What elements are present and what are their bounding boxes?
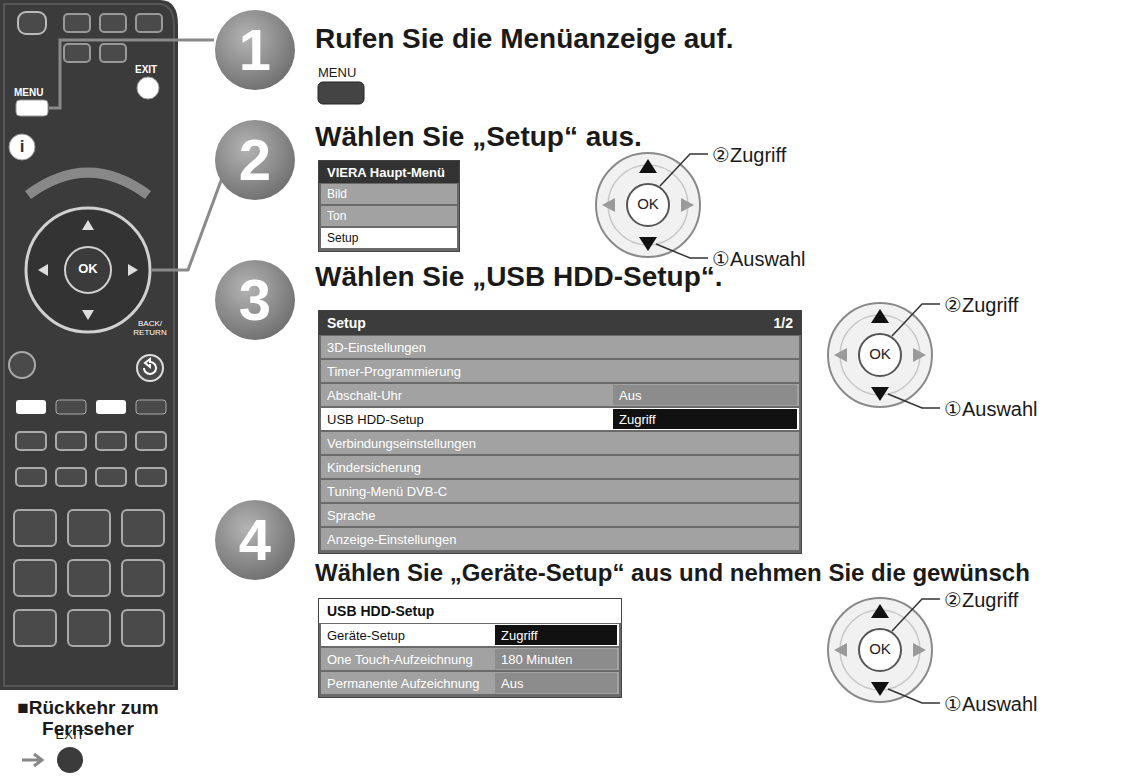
menu-value: Zugriff xyxy=(619,412,656,427)
value-cell: Aus xyxy=(495,673,617,693)
menu-item: Geräte-Setup xyxy=(327,628,405,643)
value-cell: Zugriff xyxy=(495,625,617,645)
menu-header: USB HDD-Setup xyxy=(319,599,621,623)
menu-row: Tuning-Menü DVB-C xyxy=(321,480,799,502)
text-label: EXIT xyxy=(135,64,157,75)
text-label: EXIT xyxy=(55,728,85,742)
value-cell: 180 Minuten xyxy=(495,649,617,669)
menu-item: Anzeige-Einstellungen xyxy=(327,532,456,547)
menu-item: Ton xyxy=(327,209,346,223)
text-label: ②Zugriff xyxy=(944,294,1018,316)
menu-item: Setup xyxy=(327,231,358,245)
menu-item: Tuning-Menü DVB-C xyxy=(327,484,447,499)
text-label: ■Rückkehr zum Fernseher xyxy=(8,698,168,740)
menu-row: Setup xyxy=(321,228,457,248)
text-label: ①Auswahl xyxy=(944,398,1038,420)
menu-value: Aus xyxy=(501,676,523,691)
value-cell: Aus xyxy=(613,385,797,405)
menu-row: Verbindungseinstellungen xyxy=(321,432,799,454)
text-label: OK xyxy=(73,262,103,276)
menu-row: Abschalt-Uhr Aus xyxy=(321,384,799,406)
text-label: MENU xyxy=(318,66,356,80)
menu-title: VIERA Haupt-Menü xyxy=(327,165,445,180)
menu-value: Zugriff xyxy=(501,628,538,643)
menu-item: Abschalt-Uhr xyxy=(327,388,402,403)
text-label: OK xyxy=(860,641,900,658)
menu-row: Timer-Programmierung xyxy=(321,360,799,382)
text-label: OK xyxy=(860,346,900,363)
step-number: 2 xyxy=(215,128,295,192)
text-label: BACK/ RETURN xyxy=(128,320,172,338)
menu-header: Setup 1/2 xyxy=(319,311,801,335)
step-number: 3 xyxy=(215,268,295,332)
menu-row: Kindersicherung xyxy=(321,456,799,478)
menu-item: 3D-Einstellungen xyxy=(327,340,426,355)
text-label: ①Auswahl xyxy=(944,693,1038,715)
menu-value: Aus xyxy=(619,388,641,403)
menu-row: Ton xyxy=(321,206,457,226)
menu-row: 3D-Einstellungen xyxy=(321,336,799,358)
menu-item: Kindersicherung xyxy=(327,460,421,475)
menu-row: Sprache xyxy=(321,504,799,526)
menu-header: VIERA Haupt-Menü xyxy=(319,161,459,183)
menu-title: USB HDD-Setup xyxy=(327,603,434,619)
menu-item: Verbindungseinstellungen xyxy=(327,436,476,451)
menu-item: Timer-Programmierung xyxy=(327,364,461,379)
menu-item: One Touch-Aufzeichnung xyxy=(327,652,473,667)
menu-row: Anzeige-Einstellungen xyxy=(321,528,799,550)
menu-item: Permanente Aufzeichnung xyxy=(327,676,480,691)
menu-row: USB HDD-Setup Zugriff xyxy=(321,408,799,430)
text-label: ②Zugriff xyxy=(944,589,1018,611)
text-label: ②Zugriff xyxy=(712,144,786,166)
menu-row: One Touch-Aufzeichnung 180 Minuten xyxy=(321,648,619,670)
text-label: OK xyxy=(628,196,668,213)
menu-row: Bild xyxy=(321,184,457,204)
text-label: Wählen Sie „Setup“ aus. xyxy=(315,122,642,153)
step-number: 4 xyxy=(215,508,295,572)
text-label: Rufen Sie die Menüanzeige auf. xyxy=(315,24,734,55)
text-label: ①Auswahl xyxy=(712,248,806,270)
text-label: MENU xyxy=(14,87,43,98)
menu-panel: VIERA Haupt-MenüBildTonSetup xyxy=(318,160,460,252)
menu-item: Sprache xyxy=(327,508,375,523)
text-label: i xyxy=(12,138,32,157)
value-cell: Zugriff xyxy=(613,409,797,429)
menu-item: USB HDD-Setup xyxy=(327,412,424,427)
menu-value: 180 Minuten xyxy=(501,652,573,667)
text-label: Wählen Sie „USB HDD-Setup“. xyxy=(315,262,723,293)
menu-row: Geräte-Setup Zugriff xyxy=(321,624,619,646)
menu-panel: USB HDD-SetupGeräte-Setup ZugriffOne Touc… xyxy=(318,598,622,698)
menu-item: Bild xyxy=(327,187,347,201)
menu-title: Setup xyxy=(327,315,366,331)
menu-panel: Setup 1/2 3D-EinstellungenTimer-Programmie… xyxy=(318,310,802,554)
page-number: 1/2 xyxy=(774,315,793,331)
menu-row: Permanente Aufzeichnung Aus xyxy=(321,672,619,694)
step-number: 1 xyxy=(215,18,295,82)
text-label: Wählen Sie „Geräte-Setup“ aus und nehmen… xyxy=(315,560,1030,586)
